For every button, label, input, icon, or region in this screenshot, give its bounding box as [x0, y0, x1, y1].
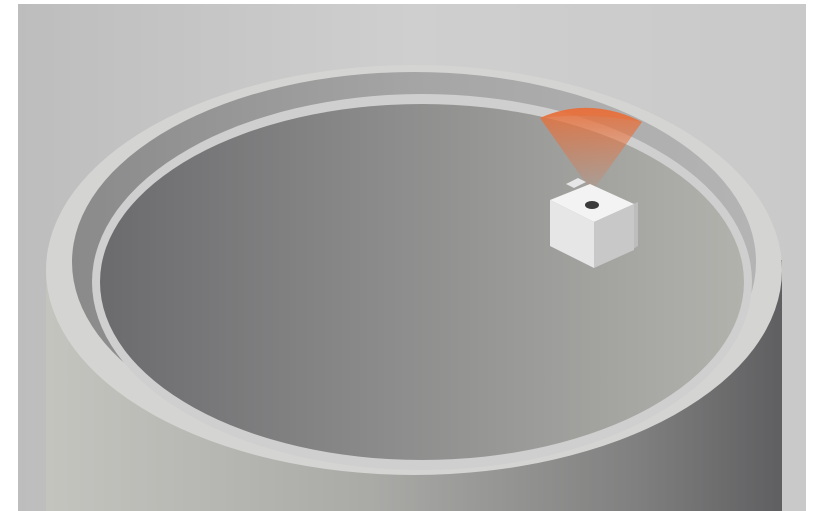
tank-interior-floor [100, 104, 744, 460]
sensor-lens-icon [585, 201, 599, 209]
